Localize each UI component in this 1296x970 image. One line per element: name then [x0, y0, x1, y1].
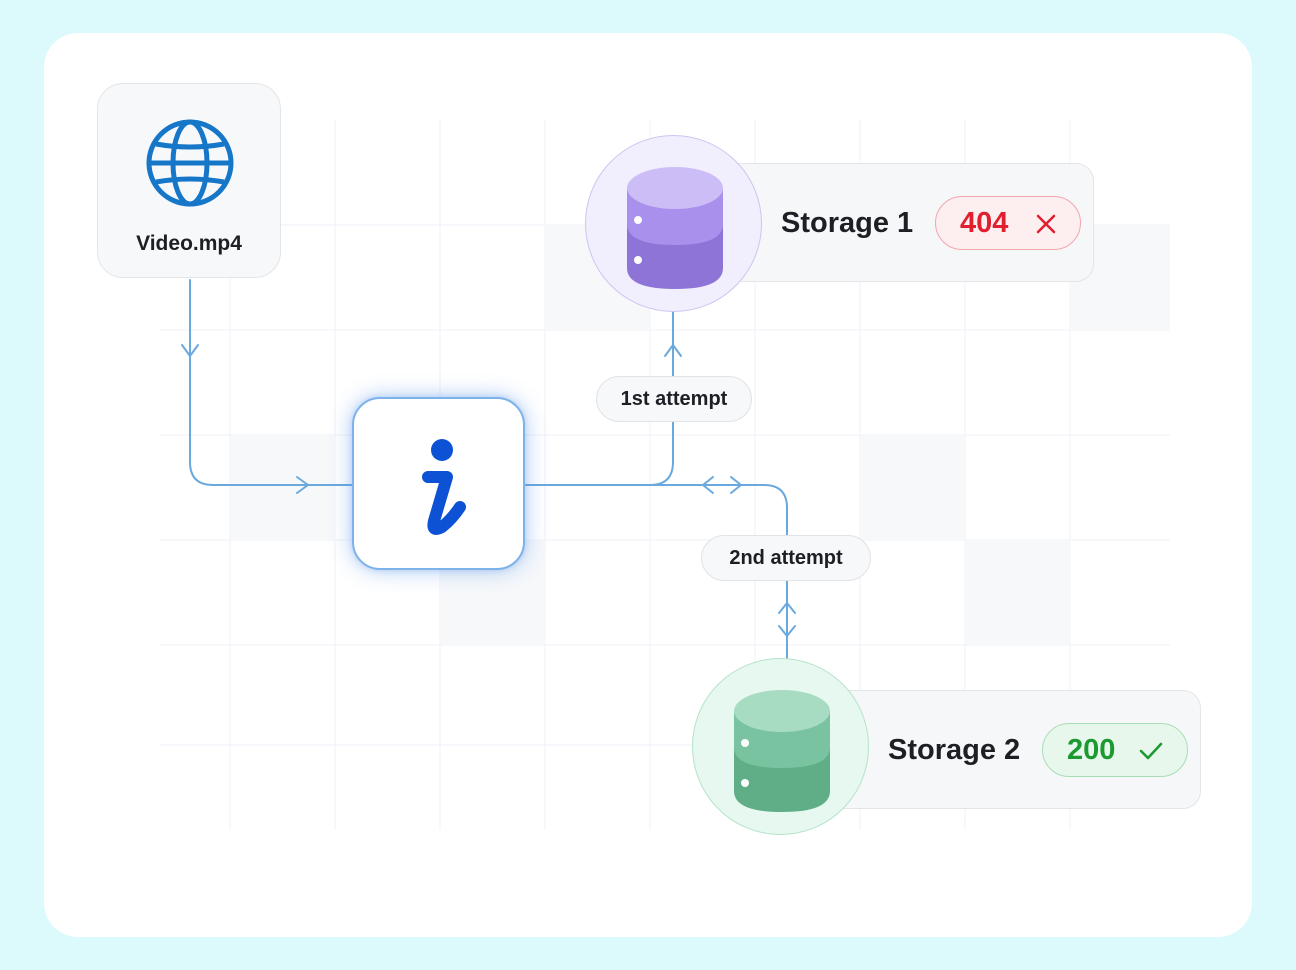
status-code: 200 [1067, 733, 1116, 766]
cross-icon [1036, 214, 1056, 234]
arrow-right-icon [296, 476, 309, 494]
database-icon [627, 167, 723, 289]
source-file-name: Video.mp4 [136, 232, 242, 255]
storage-2-name: Storage 2 [888, 734, 1021, 766]
arrow-up-icon [664, 344, 682, 357]
attempt-1-label: 1st attempt [596, 376, 752, 422]
connector-source-to-processor [189, 279, 353, 486]
connectors [181, 279, 796, 659]
arrow-right-icon-2 [730, 476, 742, 494]
source-file-card[interactable]: Video.mp4 [97, 83, 281, 278]
storage-2-node [692, 658, 869, 835]
check-icon [1139, 742, 1163, 760]
info-icon [422, 439, 466, 535]
database-icon [734, 690, 830, 812]
storage-2-status-badge: 200 [1042, 723, 1188, 777]
arrow-left-icon [702, 476, 714, 494]
connector-processor-to-storage-2 [649, 484, 788, 659]
arrow-down-icon [181, 344, 199, 357]
processor-node[interactable] [352, 397, 525, 570]
storage-1-node [585, 135, 762, 312]
status-code: 404 [960, 206, 1009, 239]
storage-1-status-badge: 404 [935, 196, 1081, 250]
attempt-2-label: 2nd attempt [701, 535, 871, 581]
arrow-down-icon-2 [778, 625, 796, 637]
arrow-up-icon-2 [778, 602, 796, 614]
storage-1-name: Storage 1 [781, 207, 914, 239]
globe-icon [146, 119, 234, 207]
